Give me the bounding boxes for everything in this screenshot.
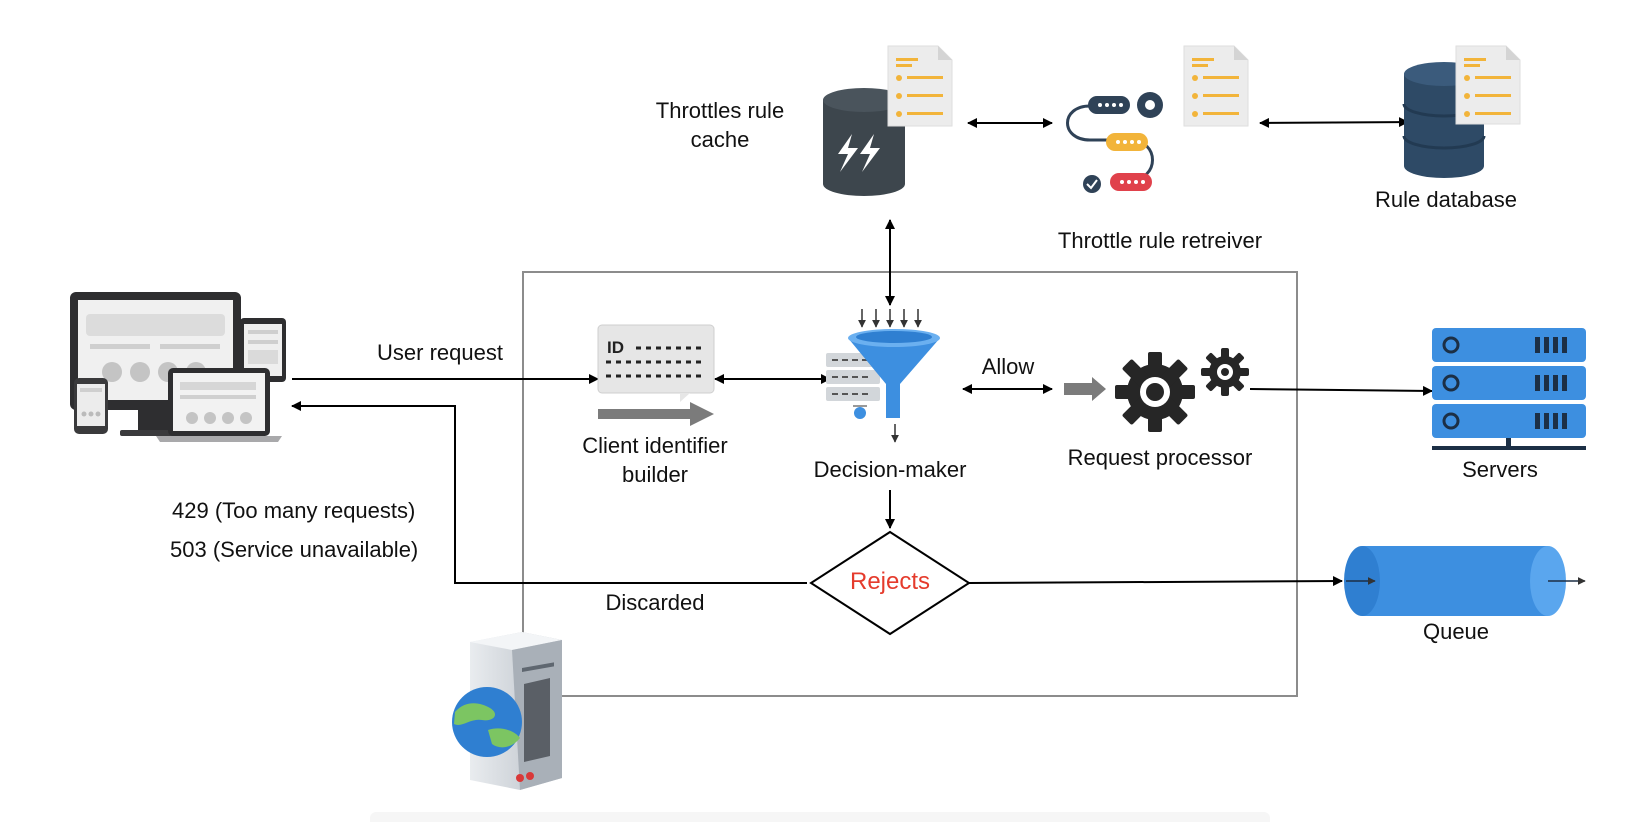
discarded-label: Discarded: [605, 590, 705, 615]
rate-limiter-boundary: [522, 271, 1298, 697]
retriever-document-icon: [1183, 45, 1249, 127]
cache-document-icon: [887, 45, 953, 127]
web-server-icon: [452, 632, 562, 790]
rule-pipeline-icon: [1066, 92, 1163, 193]
id-card-icon: ID: [597, 324, 715, 426]
servers-label: Servers: [1462, 457, 1538, 482]
processor-servers-arrow: [1249, 385, 1433, 396]
user-request-label: User request: [377, 340, 503, 365]
client-identifier-label: Client identifier builder: [582, 433, 728, 487]
retriever-db-arrow: [1259, 117, 1409, 128]
rule-database-label: Rule database: [1375, 187, 1517, 212]
allow-label: Allow: [981, 354, 1035, 379]
rejects-queue-arrow: [968, 576, 1343, 587]
code-503-label: 503 (Service unavailable): [170, 537, 419, 562]
database-document-icon: [1455, 45, 1521, 125]
rejects-label: Rejects: [849, 568, 931, 595]
bottom-bar: [370, 812, 1270, 822]
lightning-database-icon: [823, 88, 905, 196]
queue-label: Queue: [1422, 619, 1490, 644]
retriever-label: Throttle rule retreiver: [1057, 228, 1263, 253]
code-429-label: 429 (Too many requests): [172, 498, 416, 523]
server-rack-icon: [1432, 328, 1586, 450]
rejects-diamond: [809, 530, 971, 636]
decision-maker-label: Decision-maker: [813, 457, 967, 482]
connectors: [291, 117, 1433, 587]
cache-label: Throttles rule cache: [655, 98, 785, 152]
funnel-filter-icon: [826, 309, 940, 443]
request-processor-label: Request processor: [1067, 445, 1253, 470]
gears-icon: [1064, 348, 1249, 432]
discarded-response-arrow: [291, 401, 807, 584]
id-tag-text: ID: [607, 338, 624, 357]
queue-cylinder-icon: [1344, 546, 1586, 616]
devices-icon: [70, 292, 286, 442]
